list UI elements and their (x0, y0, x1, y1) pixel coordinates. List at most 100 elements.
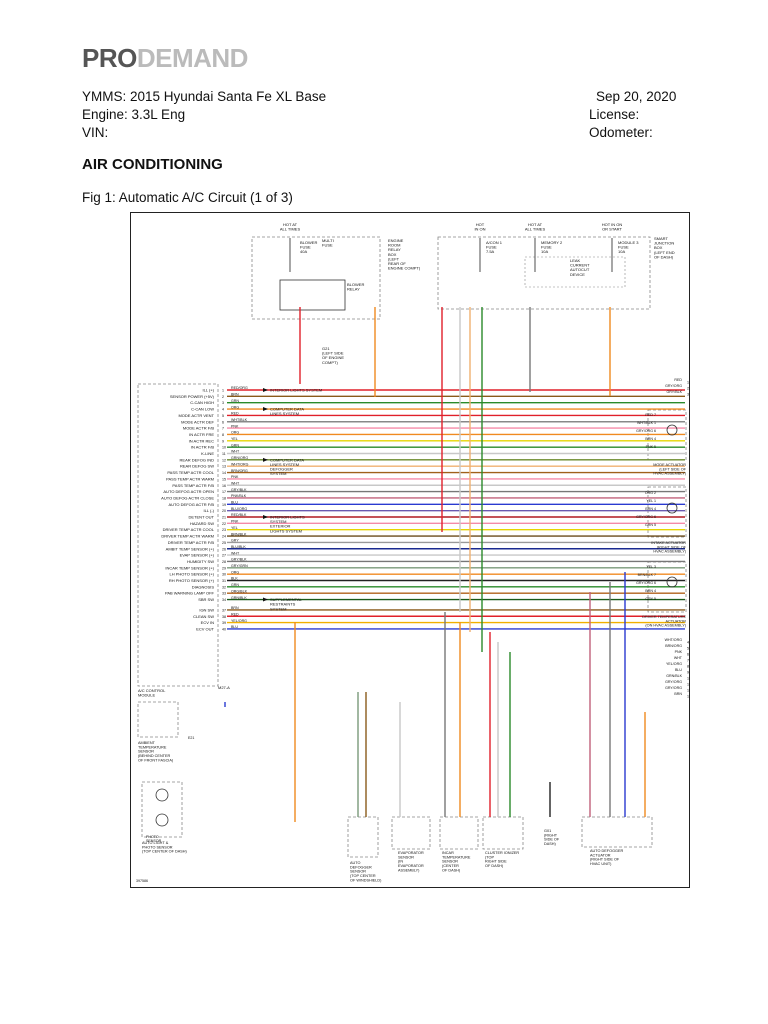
actuator-wire-label: BRN 4 (645, 507, 656, 511)
actuator-wire-label: WHT/BLK 1 (637, 421, 656, 425)
motor-icon (666, 424, 678, 436)
diagram-frame (130, 212, 690, 888)
engine-room-relay-box (251, 236, 381, 320)
wire-color-label: GRN (231, 399, 239, 403)
module-pin-number: 40 (222, 627, 226, 631)
module-pin-label: IN ACTR FRE (189, 432, 214, 437)
module-pin-number: 18 (222, 496, 226, 500)
module-pin-label: CLEAN SW (193, 614, 214, 619)
right-wire-pin: 5 (687, 647, 689, 651)
module-pin-label: LH PHOTO SENSOR (+) (170, 572, 215, 577)
module-pin-label: REAR DEFOG SW (180, 464, 214, 469)
wire-color-label: RED (231, 412, 239, 416)
module-pin-number: 24 (222, 535, 226, 539)
module-pin-label: EVAP SENSOR (+) (180, 553, 215, 558)
wire-color-label: BRN/BLK (231, 532, 247, 536)
module-pin-number: 20 (222, 509, 226, 513)
module-pin-label: DRIVER TEMP ACTR F/B (168, 540, 215, 545)
wire-color-label: GRN (231, 583, 239, 587)
right-wire-pin: 11 (687, 683, 690, 687)
logo-part-demand: DEMAND (136, 43, 249, 73)
intake-actuator-box (647, 486, 687, 538)
module-pin-number: 7 (222, 427, 224, 431)
module-pin-label: PASS TEMP ACTR WARM (166, 476, 214, 481)
module-pin-number: 23 (222, 528, 226, 532)
right-wire-label: BRN (674, 692, 682, 696)
module-pin-label: MODE ACTR DEF (181, 419, 214, 424)
module-pin-label: HAZARD SW (190, 521, 214, 526)
actuator-wire-label: GRN 5 (645, 523, 656, 527)
module-pin-number: 2 (222, 395, 224, 399)
module-pin-number: 11 (222, 452, 226, 456)
arrow-icon (263, 597, 268, 602)
module-pin-number: 32 (222, 585, 226, 589)
actuator-wire-label: PNK 5 (646, 445, 656, 449)
module-pin-number: 1 (222, 389, 224, 393)
right-wire-label: RED (674, 378, 682, 382)
wire-color-label: GRN (231, 443, 239, 447)
wire-color-label: ORG (231, 570, 239, 574)
right-wire-label: GRY/ORG (665, 680, 682, 684)
wire-color-label: GRN/BLK (231, 596, 247, 600)
right-wire-pin: 3 (687, 393, 689, 397)
logo-part-pro: PRO (82, 43, 137, 73)
module-pin-label: REAR DEFOG IND (180, 457, 215, 462)
module-pin-label: DETENT OUT (189, 515, 215, 520)
module-pin-label: C-CAN LOW (191, 407, 214, 412)
right-wire-label: GRY/BLK (666, 390, 682, 394)
wire-color-label: WHT/BLK (231, 418, 248, 422)
module-pin-number: 4 (222, 408, 224, 412)
arrow-icon (263, 388, 268, 392)
wire-color-label: RED/ORG (231, 386, 248, 390)
defogger-sensor-box (347, 816, 379, 858)
module-pin-number: 10 (222, 446, 226, 450)
right-wire-label: GRY/ORG (665, 686, 682, 690)
section-title: AIR CONDITIONING (82, 156, 223, 173)
module-pin-number: 16 (222, 484, 226, 488)
module-pin-label: DIAGNOSIS (192, 584, 215, 589)
wire-color-label: BLU/ORG (231, 507, 247, 511)
auto-defogger-actuator-box (581, 816, 653, 848)
module-pin-number: 13 (222, 465, 226, 469)
right-wire-pin: 10 (687, 677, 690, 681)
module-pin-label: SBR SW (198, 597, 214, 602)
right-wire-pin: 13 (687, 695, 690, 699)
ac-control-module-box (137, 383, 219, 687)
module-pin-number: 19 (222, 503, 226, 507)
actuator-wire-label: GRY/ORG 6 (636, 429, 656, 433)
arrow-icon (263, 407, 268, 412)
actuator-wire-label: GRY 5 (645, 597, 656, 601)
right-wire-label: BRN/ORG (665, 644, 682, 648)
wire-color-label: PNK (231, 520, 239, 524)
wire-color-label: YEL (231, 526, 238, 530)
odometer-line: Odometer: (589, 125, 653, 140)
photo-diode-icon (155, 788, 169, 802)
blower-relay-symbol (279, 279, 346, 311)
module-pin-label: INCAR TEMP SENSOR (+) (165, 565, 214, 570)
module-pin-label: PASS TEMP ACTR COOL (167, 470, 214, 475)
module-pin-number: 22 (222, 522, 226, 526)
wire-color-label: BRN (231, 393, 239, 397)
evaporator-sensor-box (391, 816, 431, 850)
photo-sensor-box (141, 781, 183, 838)
sensor-connector: E21 (188, 736, 194, 740)
module-pin-label: IN ACTR REC (189, 438, 214, 443)
wire-color-label: GRY (231, 539, 239, 543)
arrow-icon (263, 515, 268, 519)
wire-color-label: PNK (231, 424, 239, 428)
